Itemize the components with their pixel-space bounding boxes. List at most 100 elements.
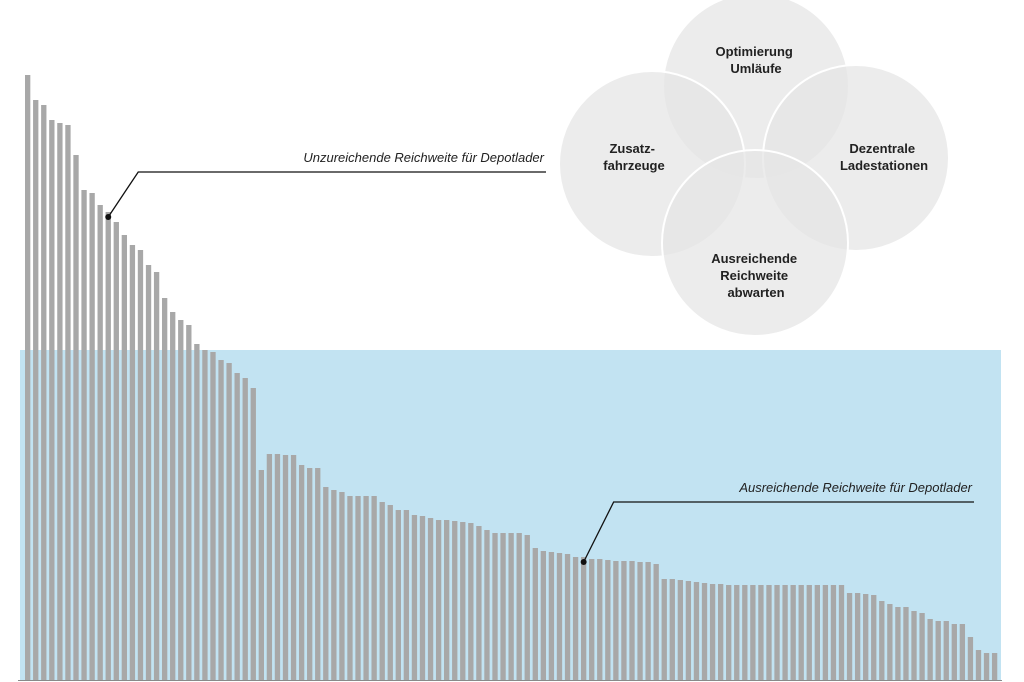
bar bbox=[911, 611, 917, 680]
bar bbox=[274, 454, 281, 680]
venn-circle-reichweite-abwarten bbox=[661, 149, 849, 337]
bar bbox=[540, 551, 547, 680]
bar bbox=[790, 585, 796, 680]
venn-label-line: Ausreichende bbox=[711, 251, 797, 266]
bar bbox=[605, 560, 611, 680]
bar bbox=[153, 272, 160, 680]
bar bbox=[782, 585, 788, 680]
bar bbox=[435, 520, 442, 680]
bar bbox=[524, 535, 530, 680]
bar bbox=[49, 120, 55, 680]
bar bbox=[717, 584, 724, 680]
venn-label-line: Ladestationen bbox=[840, 158, 928, 173]
bar bbox=[919, 613, 925, 680]
bar-series bbox=[25, 75, 998, 680]
bar bbox=[210, 352, 216, 680]
bar bbox=[806, 585, 812, 680]
bar bbox=[669, 579, 675, 680]
bar bbox=[903, 607, 909, 680]
venn-label-line: Optimierung bbox=[716, 44, 793, 59]
bar bbox=[621, 561, 627, 680]
bar bbox=[637, 562, 643, 680]
bar bbox=[629, 561, 635, 680]
bar bbox=[444, 520, 450, 680]
bar bbox=[105, 212, 111, 680]
bar bbox=[25, 75, 31, 680]
bar bbox=[484, 530, 490, 680]
venn-label-line: Dezentrale bbox=[849, 141, 915, 156]
bar bbox=[871, 595, 877, 680]
bar bbox=[170, 312, 176, 680]
bar bbox=[452, 521, 458, 680]
bar bbox=[991, 653, 998, 680]
bar bbox=[89, 193, 95, 680]
bar bbox=[685, 581, 692, 680]
bar bbox=[758, 585, 764, 680]
bar bbox=[838, 585, 845, 680]
venn-label-reichweite-abwarten: Ausreichende Reichweite abwarten bbox=[711, 251, 801, 300]
annotation-dot bbox=[105, 214, 112, 220]
bar bbox=[460, 522, 466, 680]
bar bbox=[846, 593, 853, 680]
bar bbox=[580, 557, 587, 680]
bar bbox=[661, 579, 667, 680]
bar bbox=[145, 265, 152, 680]
bar bbox=[186, 325, 192, 680]
bar bbox=[556, 553, 563, 680]
bar bbox=[613, 561, 619, 680]
bar bbox=[750, 585, 756, 680]
bar bbox=[331, 490, 337, 680]
venn-label-line: Reichweite bbox=[720, 268, 788, 283]
bar bbox=[814, 585, 820, 680]
venn-label-line: abwarten bbox=[727, 285, 784, 300]
bar bbox=[258, 470, 264, 680]
bar bbox=[548, 552, 555, 680]
bar bbox=[218, 360, 224, 680]
bar bbox=[97, 205, 103, 680]
bar bbox=[927, 619, 933, 680]
bar bbox=[653, 564, 659, 680]
bar bbox=[734, 585, 740, 680]
bar bbox=[742, 585, 748, 680]
bar bbox=[81, 190, 87, 680]
bar bbox=[798, 585, 804, 680]
bar bbox=[887, 604, 893, 680]
bar bbox=[597, 559, 603, 680]
bar bbox=[983, 653, 990, 680]
bar bbox=[774, 585, 780, 680]
bar bbox=[379, 502, 385, 680]
bar bbox=[73, 155, 79, 680]
venn-label-line: Umläufe bbox=[730, 61, 781, 76]
venn-diagram: Optimierung Umläufe Zusatz- fahrzeuge De… bbox=[558, 0, 950, 337]
bar bbox=[863, 594, 869, 680]
bar bbox=[935, 621, 941, 680]
bar bbox=[951, 624, 957, 680]
venn-label-optimierung: Optimierung Umläufe bbox=[716, 44, 797, 76]
bar bbox=[178, 320, 184, 680]
bar bbox=[250, 388, 256, 680]
bar bbox=[194, 344, 200, 680]
bar bbox=[492, 533, 498, 680]
bar bbox=[363, 496, 369, 680]
venn-label-zusatzfahrzeuge: Zusatz- fahrzeuge bbox=[603, 141, 664, 173]
annotation-leader-line bbox=[583, 501, 974, 563]
bar bbox=[323, 487, 329, 680]
bar bbox=[355, 496, 361, 680]
bar bbox=[516, 533, 522, 680]
annotation-leader-line bbox=[107, 171, 546, 218]
bar bbox=[766, 585, 772, 680]
bar bbox=[726, 585, 732, 680]
bar bbox=[564, 554, 571, 680]
bar bbox=[532, 548, 538, 680]
bar bbox=[33, 100, 39, 680]
bar bbox=[242, 378, 248, 680]
bar bbox=[854, 593, 861, 680]
bar bbox=[315, 468, 321, 680]
bar bbox=[387, 505, 393, 680]
bar bbox=[895, 607, 901, 680]
bar bbox=[959, 624, 966, 680]
bar bbox=[709, 584, 716, 680]
bar bbox=[161, 298, 168, 680]
bar bbox=[468, 523, 474, 680]
